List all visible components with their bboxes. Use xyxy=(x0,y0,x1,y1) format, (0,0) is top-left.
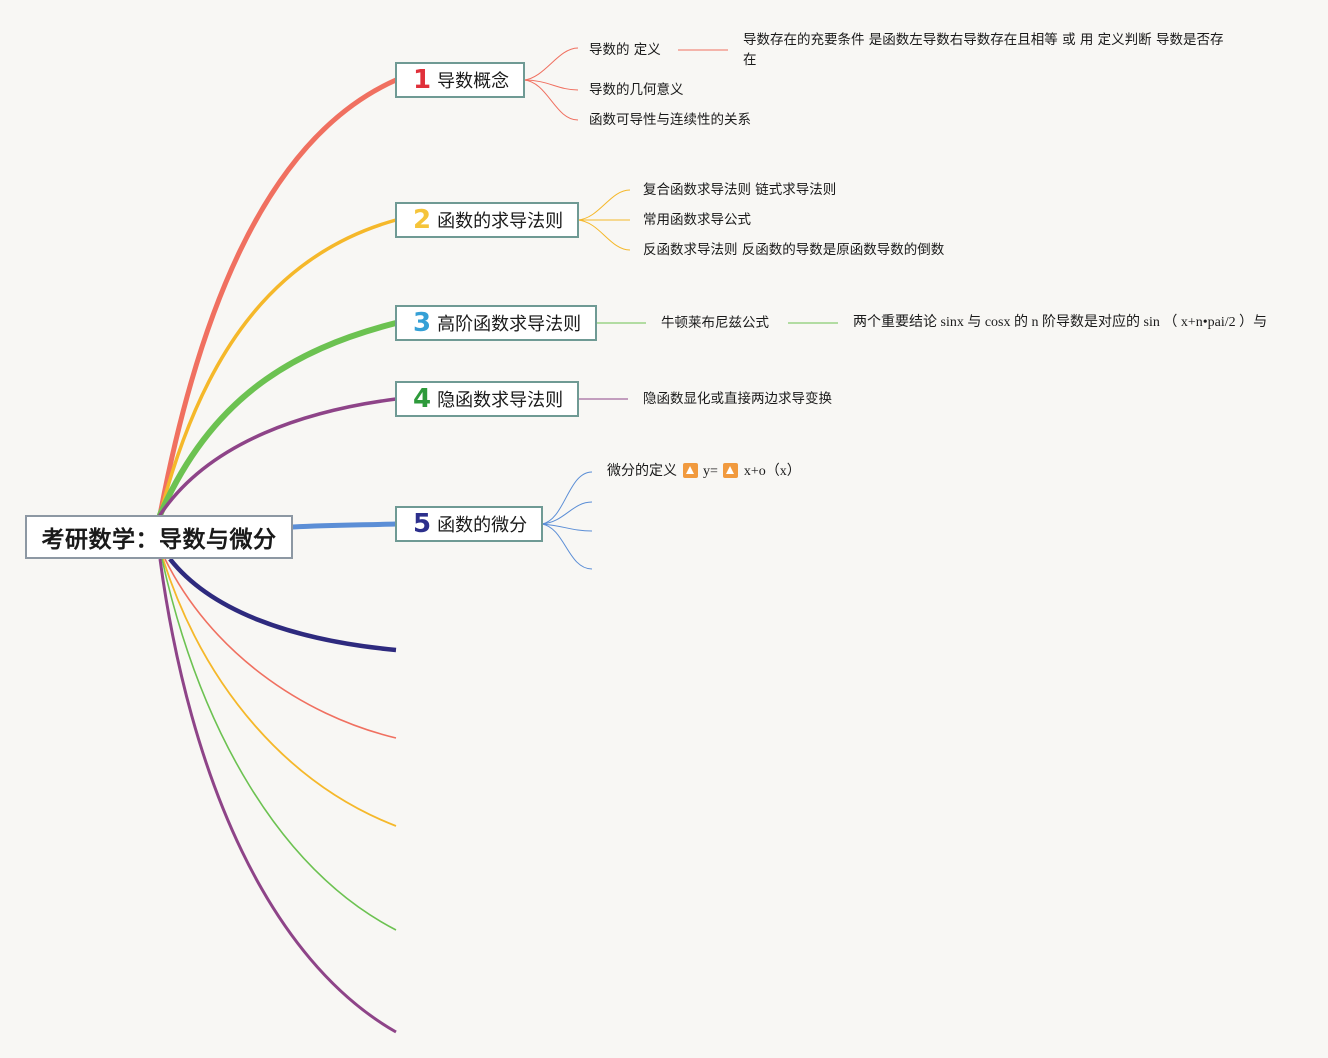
leaf-two-conclusions[interactable]: 两个重要结论 sinx 与 cosx 的 n 阶导数是对应的 sin （ x+n… xyxy=(853,315,1268,330)
leaf-leibniz-formula[interactable]: 牛顿莱布尼兹公式 xyxy=(661,315,769,331)
branch-line-2 xyxy=(158,218,398,517)
leaf-differentiability-continuity[interactable]: 函数可导性与连续性的关系 xyxy=(589,112,751,128)
leaf-common-formulas[interactable]: 常用函数求导公式 xyxy=(643,212,751,228)
branch-line-3 xyxy=(157,320,399,518)
empty-branch-yellow xyxy=(162,558,397,827)
branch-line-4 xyxy=(158,397,398,517)
topic-number-3: 3 xyxy=(413,308,432,338)
root-topic-label: 考研数学：导数与微分 xyxy=(41,527,277,553)
t2-link-chain xyxy=(577,189,631,221)
topic-label-4: 隐函数求导法则 xyxy=(437,390,564,411)
leaf-inverse-function-rule[interactable]: 反函数求导法则 反函数的导数是原函数导数的倒数 xyxy=(643,242,945,258)
definition-suffix: x+o（x） xyxy=(743,464,801,479)
root-topic[interactable]: 考研数学：导数与微分 xyxy=(25,515,293,559)
topic-label-2: 函数的求导法则 xyxy=(437,211,564,232)
branch-line-5 xyxy=(290,521,399,530)
empty-branch-navy xyxy=(168,557,397,653)
branch-line-1 xyxy=(157,77,399,518)
t1-link-definition xyxy=(523,47,579,81)
t5-link-empty-3 xyxy=(541,523,593,570)
definition-prefix: 微分的定义 xyxy=(607,464,677,479)
definition-mid: y= xyxy=(703,464,718,479)
leaf-chain-rule[interactable]: 复合函数求导法则 链式求导法则 xyxy=(643,182,837,198)
topic-number-2: 2 xyxy=(413,205,432,235)
topic-implicit-rules[interactable]: 4 隐函数求导法则 xyxy=(395,381,579,417)
t5-link-empty-1 xyxy=(541,501,593,525)
t2-link-inverse xyxy=(577,219,631,251)
topic-differentiation-rules[interactable]: 2 函数的求导法则 xyxy=(395,202,579,238)
leaf-definition-detail[interactable]: 导数存在的充要条件 是函数左导数右导数存在且相等 或 用 定义判断 导数是否存 … xyxy=(743,30,1223,70)
leaf-differential-definition[interactable]: 微分的定义 y= x+o（x） xyxy=(607,462,801,482)
topic-label-5: 函数的微分 xyxy=(437,515,528,536)
topic-derivative-concept[interactable]: 1 导数概念 xyxy=(395,62,525,98)
topic-number-5: 5 xyxy=(413,509,432,539)
t1-link-geometry xyxy=(523,79,579,91)
leaf-definition-detail-line2: 在 xyxy=(743,52,757,68)
leaf-implicit-method[interactable]: 隐函数显化或直接两边求导变换 xyxy=(643,391,832,407)
topic-higher-order-rules[interactable]: 3 高阶函数求导法则 xyxy=(395,305,597,341)
t5-link-empty-2 xyxy=(541,523,593,532)
t1-link-continuity xyxy=(523,79,579,121)
empty-branch-purple xyxy=(158,558,397,1034)
empty-branch-red xyxy=(164,558,397,739)
leaf-definition-detail-line1: 导数存在的充要条件 是函数左导数右导数存在且相等 或 用 定义判断 导数是否存 xyxy=(743,32,1224,48)
topic-number-1: 1 xyxy=(413,65,432,95)
triangle-up-icon xyxy=(723,463,739,478)
leaf-geometric-meaning[interactable]: 导数的几何意义 xyxy=(589,82,684,98)
leaf-derivative-definition[interactable]: 导数的 定义 xyxy=(589,42,661,58)
topic-label-3: 高阶函数求导法则 xyxy=(437,314,582,335)
topic-number-4: 4 xyxy=(413,384,432,414)
empty-branch-green xyxy=(161,558,397,931)
t5-link-definition xyxy=(541,471,593,525)
triangle-up-icon xyxy=(682,463,698,478)
topic-differential[interactable]: 5 函数的微分 xyxy=(395,506,543,542)
topic-label-1: 导数概念 xyxy=(437,71,510,92)
